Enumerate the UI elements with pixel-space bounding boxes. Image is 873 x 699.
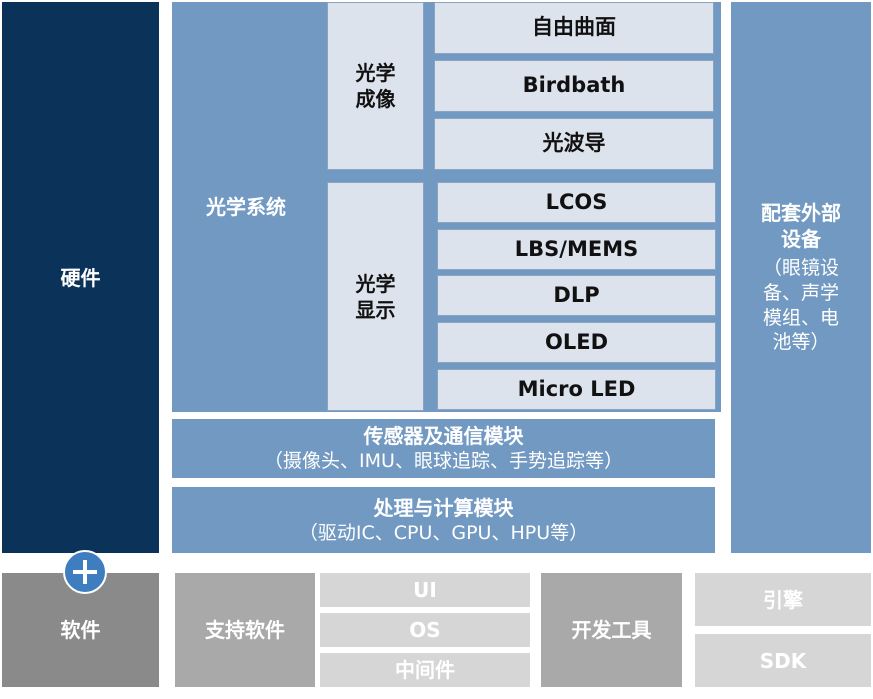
compute-module-title: 处理与计算模块 (373, 495, 514, 520)
sensor-module-detail: （摄像头、IMU、眼球追踪、手势追踪等） (264, 450, 623, 473)
display-item-dlp: DLP (437, 275, 716, 316)
peripherals-title: 配套外部 设备 (761, 201, 841, 252)
optical-system-label: 光学系统 (206, 195, 286, 219)
peripherals-detail: （眼镜设 备、声学 模组、电 池等） (762, 257, 839, 354)
display-item-oled: OLED (437, 322, 716, 363)
support-item-os: OS (320, 613, 530, 647)
display-item-lcos: LCOS (437, 182, 716, 223)
dev-item-engine: 引擎 (695, 573, 871, 626)
compute-module-detail: （驱动IC、CPU、GPU、HPU等） (298, 521, 589, 544)
display-item-micro-led: Micro LED (437, 369, 716, 410)
sensor-module-block: 传感器及通信模块 （摄像头、IMU、眼球追踪、手势追踪等） (172, 419, 715, 478)
software-label: 软件 (2, 573, 159, 687)
dev-tools-label: 开发工具 (541, 573, 682, 687)
support-item-ui: UI (320, 573, 530, 607)
sensor-module-title: 传感器及通信模块 (363, 424, 524, 449)
optical-display-label: 光学 显示 (327, 182, 424, 411)
plus-icon (63, 550, 107, 594)
peripherals-block: 配套外部 设备 （眼镜设 备、声学 模组、电 池等） (731, 2, 871, 553)
imaging-item-waveguide: 光波导 (434, 118, 714, 170)
support-item-middleware: 中间件 (320, 653, 530, 687)
dev-item-sdk: SDK (695, 634, 871, 687)
display-item-lbs-mems: LBS/MEMS (437, 229, 716, 270)
imaging-item-birdbath: Birdbath (434, 60, 714, 112)
support-software-label: 支持软件 (175, 573, 315, 687)
compute-module-block: 处理与计算模块 （驱动IC、CPU、GPU、HPU等） (172, 487, 715, 553)
imaging-item-freeform: 自由曲面 (434, 2, 714, 54)
hardware-label: 硬件 (2, 2, 159, 553)
optical-imaging-label: 光学 成像 (327, 2, 424, 170)
